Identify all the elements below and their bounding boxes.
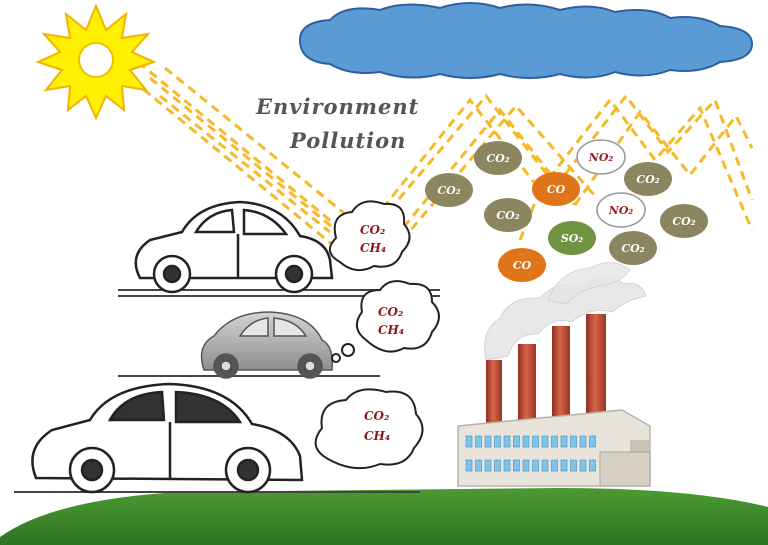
- factory-window: [503, 459, 511, 472]
- puff2-ch4: CH₄: [378, 323, 404, 337]
- bubble-co2: CO₂: [474, 141, 522, 175]
- factory-window: [494, 459, 501, 472]
- bubble-co2: CO₂: [425, 173, 473, 207]
- svg-text:NO₂: NO₂: [608, 204, 634, 217]
- puff3-ch4: CH₄: [364, 429, 390, 443]
- factory-window: [579, 459, 587, 472]
- title-line-1: Environment: [255, 94, 419, 119]
- puff1-co2: CO₂: [360, 223, 385, 237]
- factory-window: [570, 459, 577, 472]
- svg-text:SO₂: SO₂: [561, 232, 584, 245]
- factory-window: [522, 435, 530, 448]
- factory-window: [560, 435, 568, 448]
- svg-text:CO₂: CO₂: [636, 173, 659, 186]
- bubble-co: CO: [498, 248, 546, 282]
- factory-window: [465, 435, 473, 448]
- bubble-co2: CO₂: [484, 198, 532, 232]
- bubble-so2: SO₂: [548, 221, 596, 255]
- cloud-icon: [298, 2, 754, 79]
- factory-window: [541, 459, 549, 472]
- sun-icon: [35, 3, 157, 121]
- svg-text:CO₂: CO₂: [496, 209, 519, 222]
- exhaust-cloud-icon: [329, 200, 411, 272]
- svg-text:NO₂: NO₂: [588, 151, 614, 164]
- factory-window: [513, 435, 520, 448]
- factory-window: [475, 459, 482, 472]
- bubble-no2: NO₂: [576, 139, 626, 175]
- puff1-ch4: CH₄: [360, 241, 386, 255]
- svg-text:CO: CO: [547, 183, 566, 196]
- factory-smoke: [484, 262, 647, 361]
- svg-text:CO₂: CO₂: [437, 184, 460, 197]
- factory-window: [560, 459, 568, 472]
- car-icon: [134, 200, 334, 294]
- car-icon: [31, 382, 304, 494]
- factory-window: [513, 459, 520, 472]
- bubble-co2: CO₂: [609, 231, 657, 265]
- factory-window: [503, 435, 511, 448]
- svg-text:CO₂: CO₂: [621, 242, 644, 255]
- grass-ground: [0, 488, 768, 545]
- puff2-co2: CO₂: [378, 305, 403, 319]
- title-line-2: Pollution: [289, 128, 406, 153]
- bubble-co2: CO₂: [624, 162, 672, 196]
- bubble-no2: NO₂: [596, 192, 646, 228]
- bubble-co: CO: [532, 172, 580, 206]
- factory-window: [532, 435, 539, 448]
- factory-window: [494, 435, 501, 448]
- factory-window: [484, 435, 492, 448]
- exhaust-cloud-icon: [331, 280, 440, 363]
- svg-text:CO₂: CO₂: [672, 215, 695, 228]
- svg-text:CO: CO: [513, 259, 532, 272]
- factory-window: [551, 435, 558, 448]
- bubble-co2: CO₂: [660, 204, 708, 238]
- factory-icon: [457, 314, 651, 487]
- factory-window: [522, 459, 530, 472]
- factory-window: [465, 459, 473, 472]
- factory-window: [570, 435, 577, 448]
- factory-window: [551, 459, 558, 472]
- factory-window: [475, 435, 482, 448]
- factory-window: [541, 435, 549, 448]
- factory-window: [589, 459, 596, 472]
- factory-window: [484, 459, 492, 472]
- factory-window: [579, 435, 587, 448]
- factory-window: [589, 435, 596, 448]
- car-icon: [200, 311, 334, 379]
- svg-text:CO₂: CO₂: [486, 152, 509, 165]
- pollutant-bubbles: CO₂ CO₂ CO₂ CO NO₂ CO₂ NO₂ CO₂: [425, 139, 708, 282]
- exhaust-cloud-icon: [314, 388, 424, 470]
- puff3-co2: CO₂: [364, 409, 389, 423]
- factory-window: [532, 459, 539, 472]
